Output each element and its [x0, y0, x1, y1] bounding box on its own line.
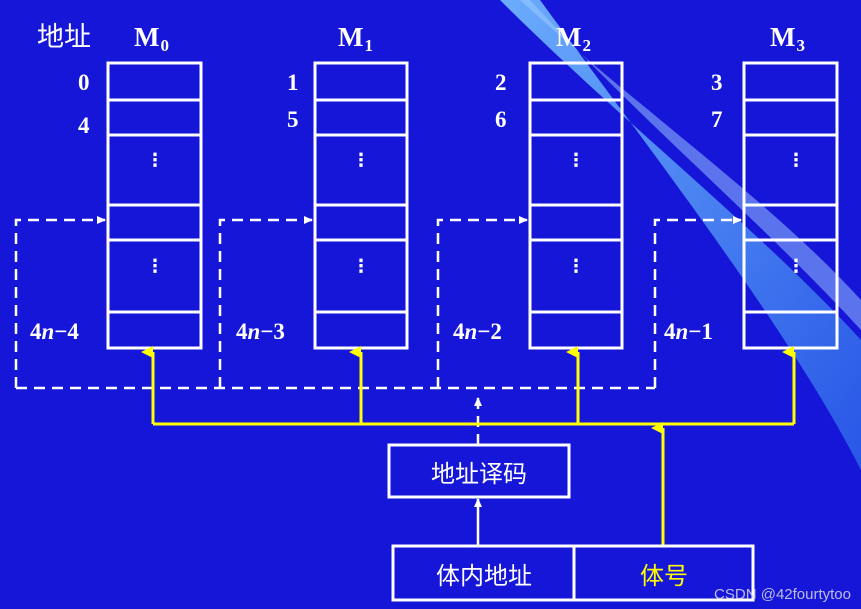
ellipsis-m2-lower: ⋮ [567, 256, 585, 277]
addr-m1-row2: 5 [287, 107, 299, 132]
address-decoder-box [387, 443, 571, 499]
memory-module-m1 [313, 61, 409, 350]
addr-m0-row1: 0 [78, 70, 90, 95]
addr-m2-last: 4n−2 [453, 319, 502, 344]
addr-m1-last: 4n−3 [236, 319, 285, 344]
addr-m1-row1: 1 [287, 70, 299, 95]
ellipsis-m0-lower: ⋮ [146, 256, 164, 277]
dashed-address-lines [14, 216, 742, 445]
yellow-bank-select-bus [141, 346, 796, 546]
addr-m0-row2: 4 [78, 113, 90, 138]
addr-m3-row2: 7 [711, 107, 723, 132]
ellipsis-m2-upper: ⋮ [567, 150, 585, 171]
ellipsis-m0-upper: ⋮ [146, 150, 164, 171]
addr-m2-row2: 6 [495, 107, 507, 132]
memory-module-m3 [742, 61, 839, 350]
addr-m0-last: 4n−4 [30, 319, 79, 344]
ellipsis-m1-lower: ⋮ [352, 256, 370, 277]
addr-m2-row1: 2 [495, 70, 507, 95]
module-title-m0: M0 [134, 22, 169, 55]
module-title-m1: M1 [338, 22, 373, 55]
inner-address-label: 体内地址 [436, 561, 532, 590]
address-decoder-label: 地址译码 [431, 459, 527, 488]
memory-module-m2 [528, 61, 624, 350]
watermark: CSDN @42fourtytoo [714, 586, 851, 603]
memory-module-m0 [106, 61, 203, 350]
addr-m3-last: 4n−1 [664, 319, 713, 344]
module-title-m3: M3 [770, 22, 805, 55]
ellipsis-m3-upper: ⋮ [787, 150, 805, 171]
module-title-m2: M2 [556, 22, 591, 55]
ellipsis-m1-upper: ⋮ [352, 150, 370, 171]
bank-number-label: 体号 [640, 561, 688, 590]
address-header: 地址 [37, 22, 91, 53]
addr-m3-row1: 3 [711, 70, 723, 95]
ellipsis-m3-lower: ⋮ [787, 256, 805, 277]
